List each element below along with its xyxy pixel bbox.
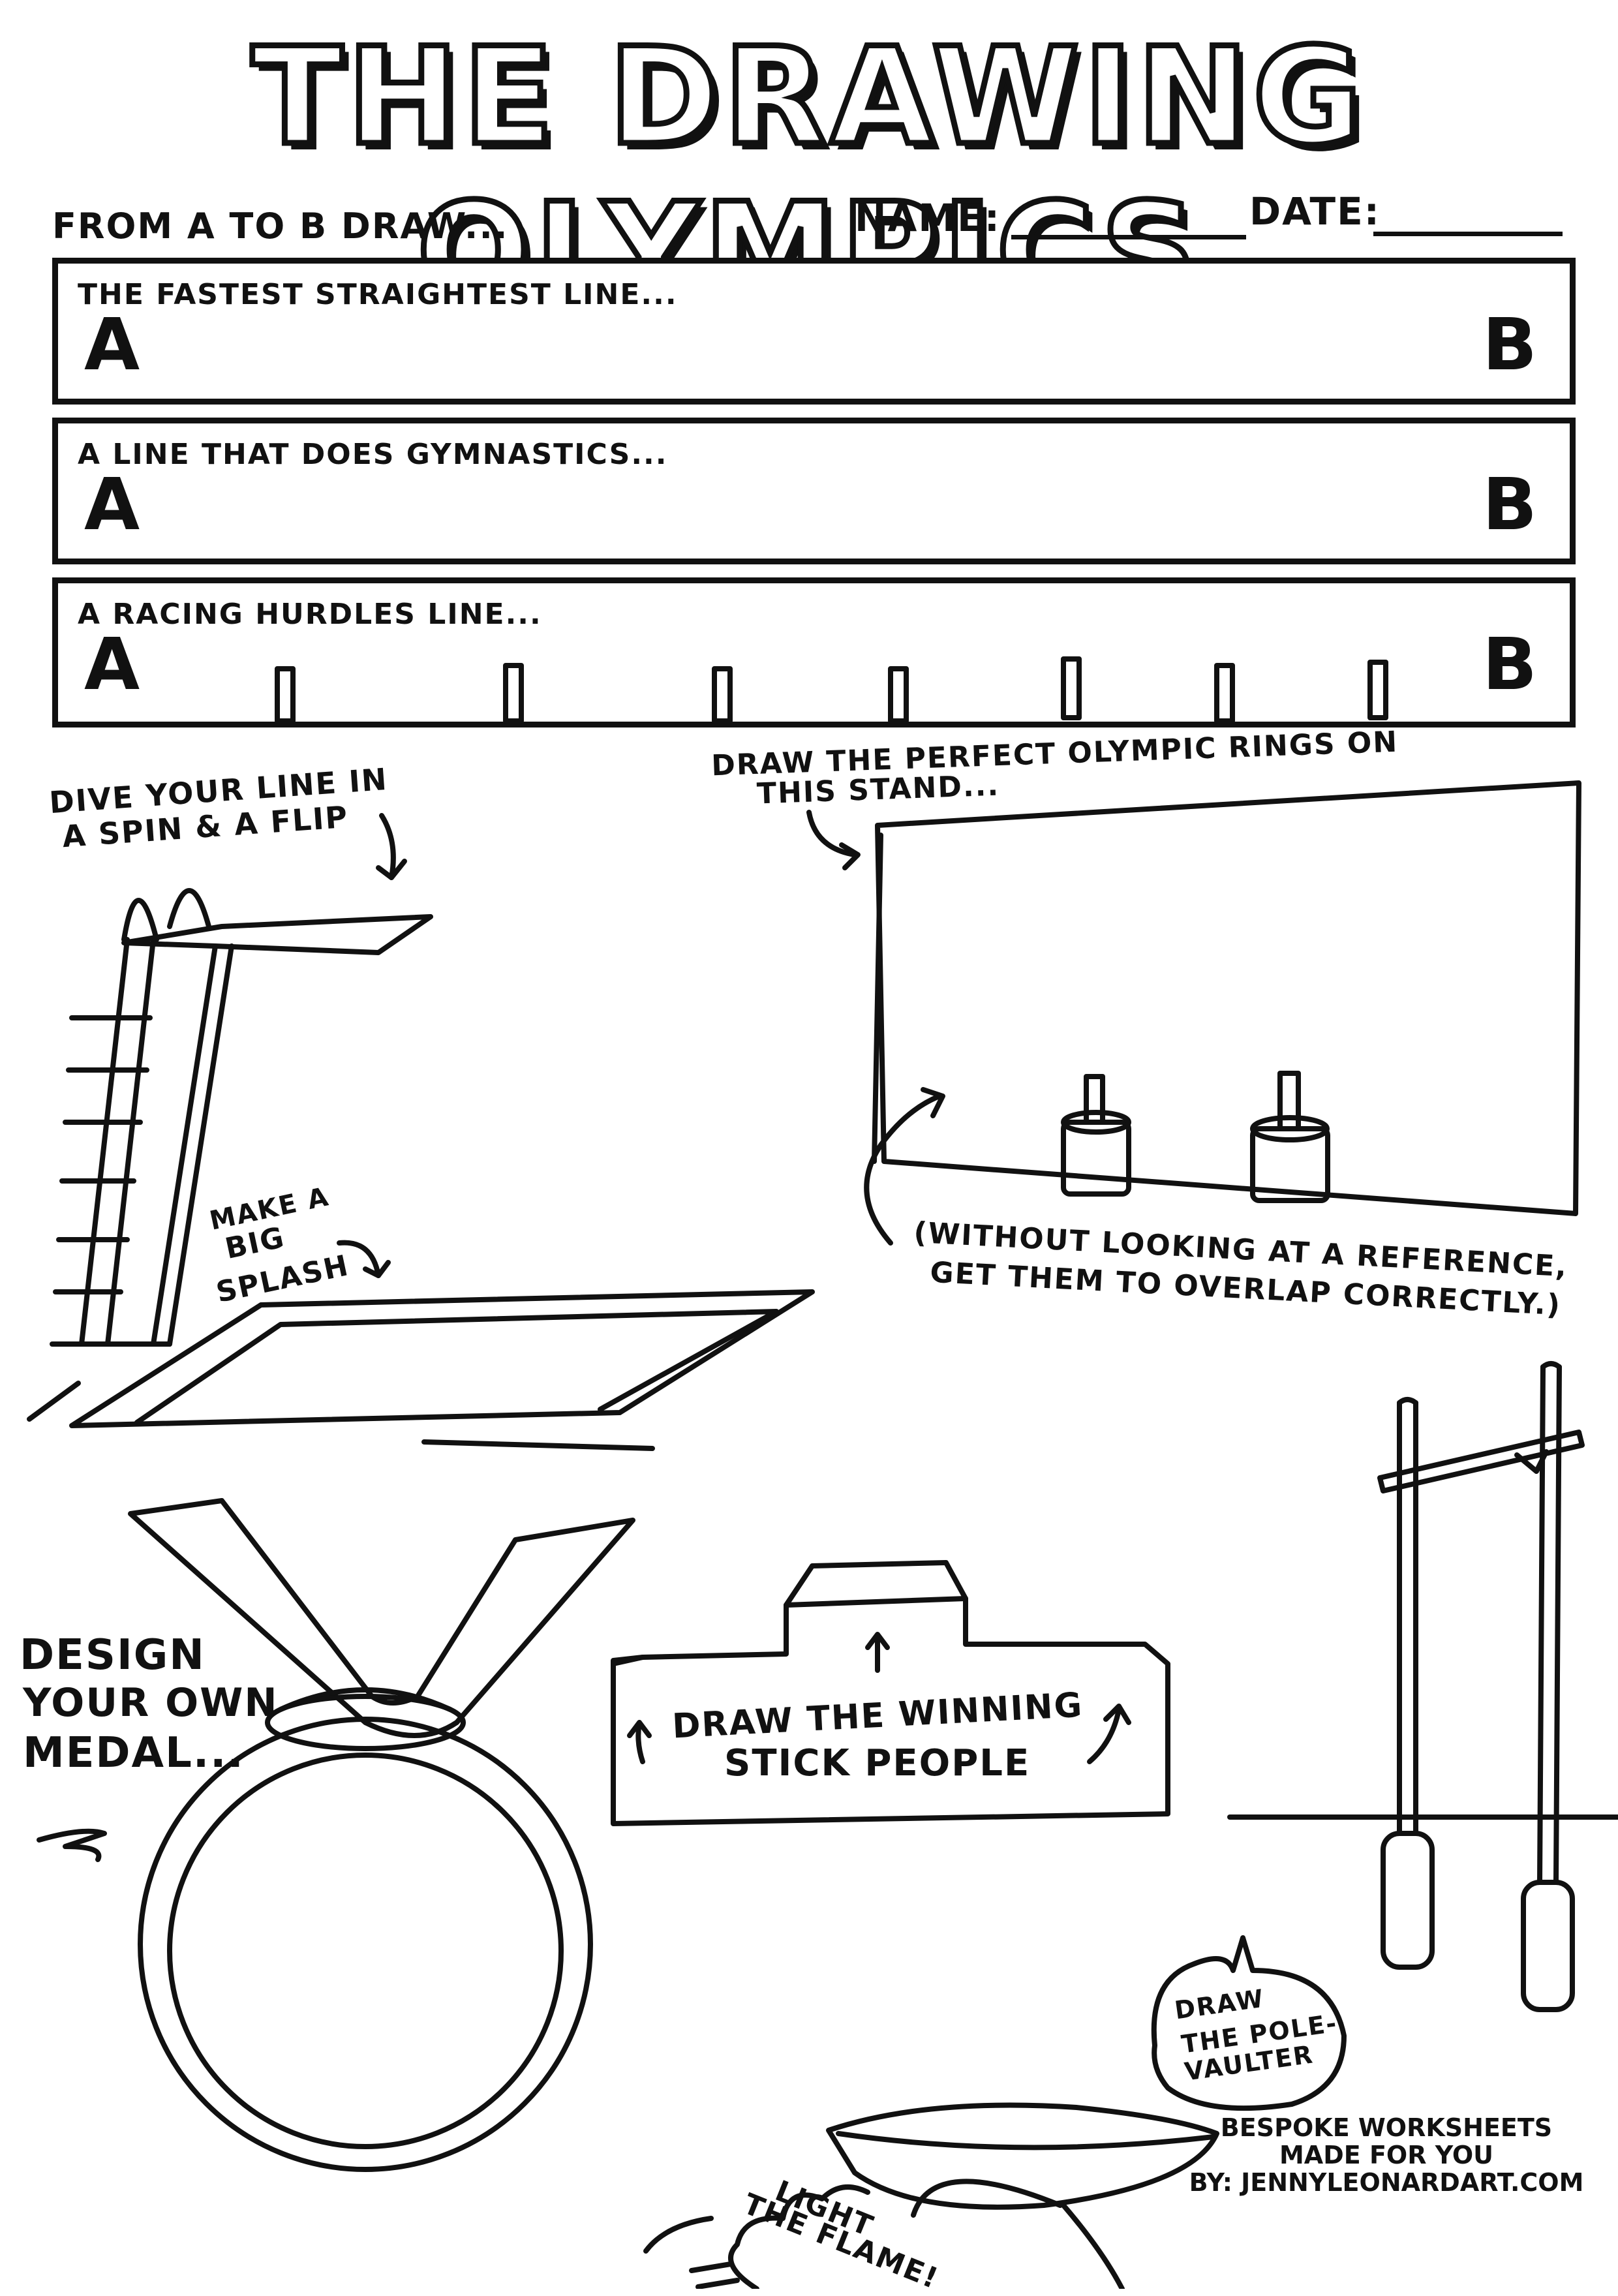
medal-prompt-line1: DESIGN <box>20 1631 206 1679</box>
lane-start-letter: A <box>84 303 140 386</box>
diving-board <box>50 813 433 1347</box>
lane-end-letter: B <box>1482 463 1537 546</box>
lane-label: THE FASTEST STRAIGHTEST LINE... <box>78 278 678 311</box>
date-field[interactable] <box>1373 199 1563 236</box>
name-field[interactable] <box>1011 202 1246 239</box>
podium-prompt-line2: STICK PEOPLE <box>724 1742 1031 1784</box>
medal[interactable] <box>37 1498 635 2172</box>
pole-vault <box>1151 1361 1618 2111</box>
credit-line1: BESPOKE WORKSHEETS <box>1220 2113 1553 2142</box>
lane-straight-line[interactable]: THE FASTEST STRAIGHTEST LINE... A B <box>52 258 1576 405</box>
lane-end-letter: B <box>1482 303 1537 386</box>
lane-hurdles-line[interactable]: A RACING HURDLES LINE... A B <box>52 577 1576 727</box>
lane-start-letter: A <box>84 622 140 706</box>
lane-start-letter: A <box>84 463 140 546</box>
medal-prompt-line3: MEDAL... <box>23 1729 245 1777</box>
lane-label: A RACING HURDLES LINE... <box>78 598 542 631</box>
credit-line2: MADE FOR YOU <box>1279 2141 1494 2169</box>
torch[interactable] <box>643 2102 1219 2289</box>
instruction-text: FROM A TO B DRAW... <box>52 206 509 247</box>
name-label: NAME: <box>855 196 1001 240</box>
date-label: DATE: <box>1249 189 1381 234</box>
page-title: THE DRAWING OLYMPICS <box>249 17 1367 333</box>
lane-end-letter: B <box>1482 622 1537 706</box>
credit-line3: BY: JENNYLEONARDART.COM <box>1189 2168 1584 2197</box>
lane-label: A LINE THAT DOES GYMNASTICS... <box>78 438 668 471</box>
medal-prompt-line2: YOUR OWN <box>23 1680 279 1726</box>
podium[interactable] <box>611 1560 1170 1826</box>
pool <box>27 1240 815 1451</box>
ring-stand[interactable] <box>806 780 1581 1246</box>
lane-gymnastics-line[interactable]: A LINE THAT DOES GYMNASTICS... A B <box>52 418 1576 564</box>
credit-block: BESPOKE WORKSHEETS MADE FOR YOU BY: JENN… <box>1187 2114 1585 2196</box>
hurdles <box>275 656 1388 724</box>
